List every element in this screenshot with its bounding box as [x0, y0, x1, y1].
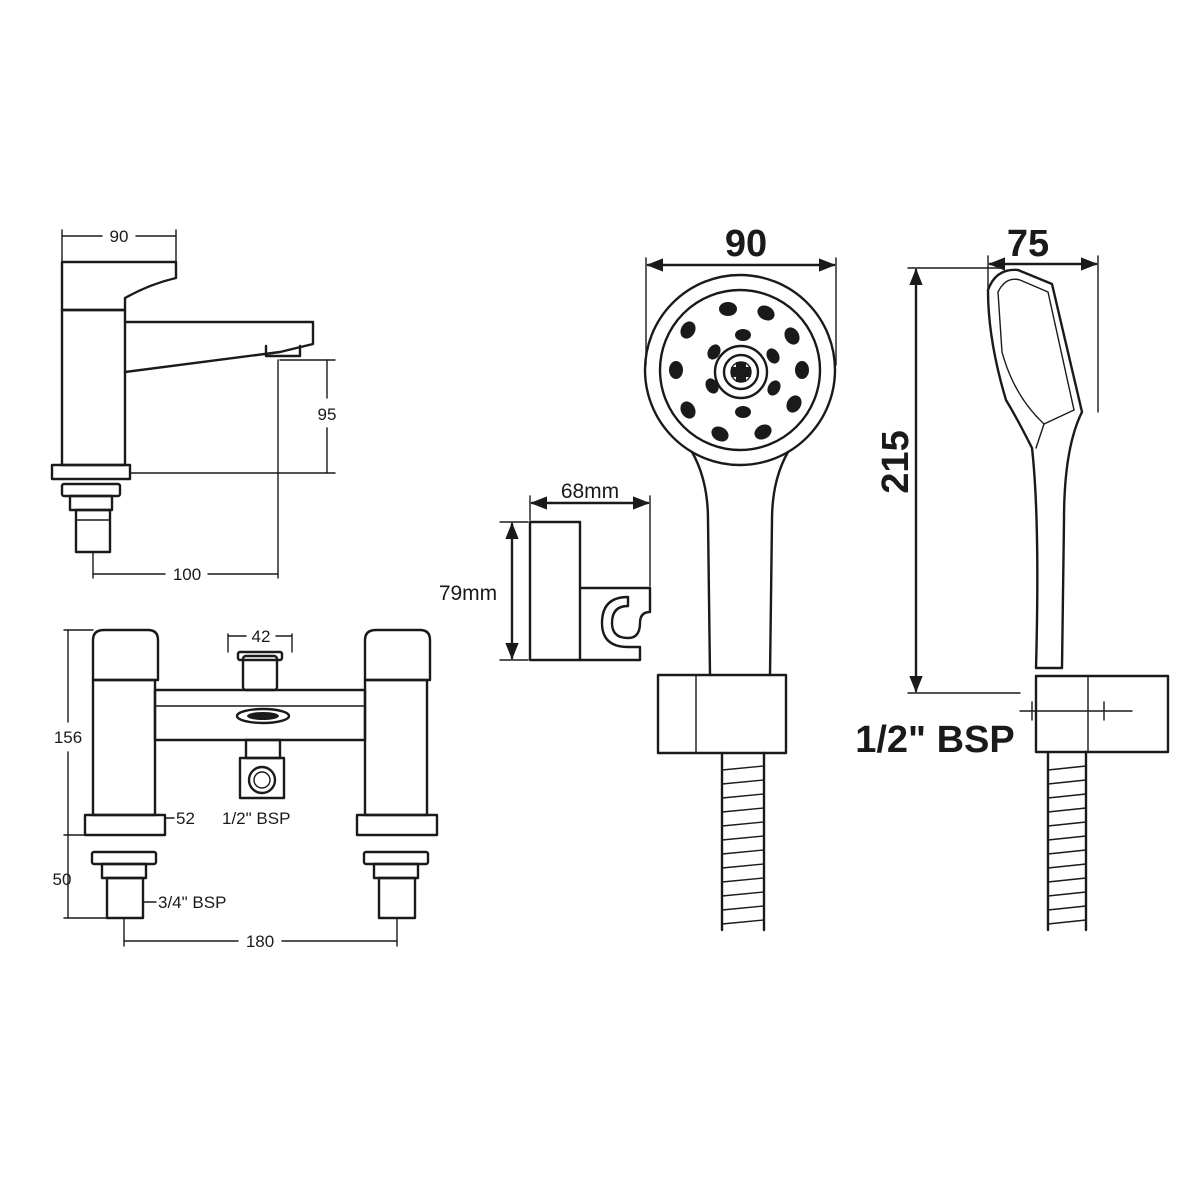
- handset-front-dimensions: 90: [645, 223, 837, 366]
- basin-spout-height-label: 95: [318, 405, 337, 424]
- handset-side-width-label: 75: [1007, 223, 1049, 265]
- bracket-width-label: 68mm: [561, 480, 619, 503]
- spray-nozzles: [669, 302, 809, 442]
- bath-mixer-dimensions: 42 156 50 52 1/2" BSP 3/4" BSP 180: [53, 627, 398, 951]
- wall-bracket-drawing: [528, 520, 652, 662]
- mixer-outlet-spacing-label: 42: [252, 627, 271, 646]
- mixer-inlet-thread-label: 3/4" BSP: [158, 893, 226, 912]
- basin-tap-drawing: [50, 260, 315, 554]
- bath-mixer-drawing: [83, 628, 439, 920]
- mixer-tail-label: 50: [53, 870, 72, 889]
- handset-head-width-label: 90: [725, 223, 767, 265]
- mixer-height-label: 156: [54, 728, 82, 747]
- mixer-outlet-thread-label: 1/2" BSP: [222, 809, 290, 828]
- basin-projection-label: 100: [173, 565, 201, 584]
- handset-side-drawing: [986, 268, 1170, 932]
- basin-tap-dimensions: 90 95 100: [61, 227, 337, 584]
- handset-connection-label: 1/2" BSP: [855, 719, 1015, 761]
- handset-front-drawing: [643, 273, 837, 932]
- wall-bracket-dimensions: 68mm 79mm: [439, 480, 651, 661]
- handset-side-dimensions: 75 215 1/2" BSP: [855, 223, 1133, 761]
- mixer-centres-label: 180: [246, 932, 274, 951]
- bracket-height-label: 79mm: [439, 582, 497, 605]
- mixer-base-label: 52: [176, 809, 195, 828]
- basin-width-label: 90: [110, 227, 129, 246]
- handset-length-label: 215: [875, 430, 917, 493]
